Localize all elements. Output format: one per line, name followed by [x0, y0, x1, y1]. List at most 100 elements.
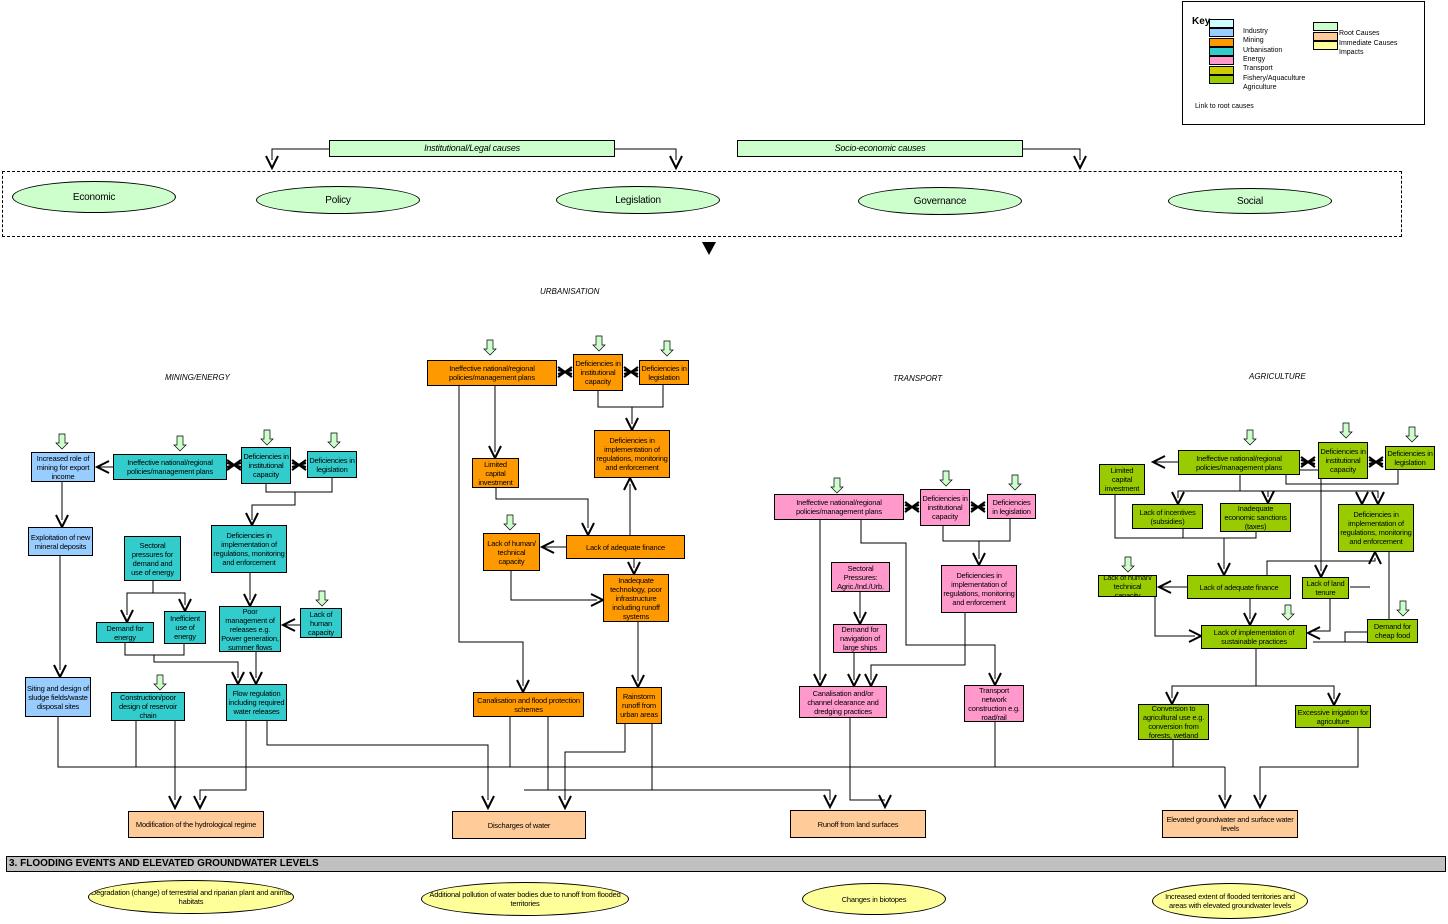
- root-policy: Policy: [256, 186, 420, 214]
- connector-line: [57, 717, 1225, 768]
- cause-box-a-tax: Inadequate economic sanctions (taxes): [1220, 503, 1291, 532]
- cause-box-a-land: Lack of land tenure: [1302, 577, 1349, 599]
- connector-line: [271, 148, 329, 160]
- bidirectional-arrow-icon: [623, 366, 639, 378]
- cause-box-t-canal: Canalisation and/or channel clearance an…: [799, 686, 887, 718]
- bidirectional-arrow-icon: [557, 366, 573, 378]
- cause-box-a-inc: Lack of incentives (subsidies): [1132, 504, 1203, 529]
- root-link-arrow-icon: [503, 514, 517, 531]
- connector-line: [153, 592, 186, 605]
- legend-label: Root Causes: [1339, 30, 1380, 37]
- legend-link-label: Link to root causes: [1195, 103, 1254, 110]
- immediate-cause-i-hydro: Modification of the hydrological regime: [128, 811, 264, 838]
- connector-line: [870, 613, 966, 680]
- legend-swatch: [1209, 56, 1234, 66]
- impact-additional-pollution: Additional pollution of water bodies due…: [421, 882, 629, 916]
- legend-label: Agriculture: [1243, 83, 1277, 91]
- root-link-arrow-icon: [1008, 474, 1022, 491]
- root-link-arrow-icon: [483, 339, 497, 356]
- root-link-arrow-icon: [1121, 556, 1135, 573]
- impact-biotope-changes: Changes in biotopes: [802, 883, 946, 915]
- arrowhead-icon: [1355, 491, 1369, 507]
- immediate-cause-i-runoff: Runoff from land surfaces: [790, 810, 926, 838]
- cause-box-u-fin: Lack of adequate finance: [566, 535, 685, 559]
- legend-swatch: [1209, 19, 1234, 28]
- legend-title: Key: [1192, 16, 1211, 27]
- arrowhead-icon: [1218, 794, 1232, 810]
- connector-line: [524, 789, 831, 800]
- root-causes-group: [2, 171, 1402, 237]
- connector-line: [942, 519, 1011, 542]
- cause-box-u-impl: Deficiencies in implementation of regula…: [594, 430, 670, 478]
- root-social: Social: [1168, 188, 1332, 214]
- cause-box-t-inst: Deficiencies in institutional capacity: [920, 489, 970, 526]
- cause-box-a-conv: Conversion to agricultural use e.g. conv…: [1138, 704, 1209, 740]
- cause-box-u-leg: Deficiencies in legislation: [639, 360, 689, 385]
- cause-box-t-sect: Sectoral Pressures: Agric./Ind./Urb.: [831, 562, 890, 592]
- cause-box-m-inst: Deficiencies in institutional capacity: [241, 447, 291, 484]
- cause-box-a-impl: Deficiencies in implementation of regula…: [1338, 504, 1414, 552]
- legend-label: Transport: [1243, 65, 1273, 73]
- cause-box-a-sust: Lack of implementation of sustainable pr…: [1201, 625, 1307, 649]
- connector-line: [1266, 558, 1376, 575]
- connector-line: [1344, 631, 1367, 642]
- connector-line: [849, 718, 885, 801]
- root-link-arrow-icon: [1339, 422, 1353, 439]
- cause-box-t-pol: Ineffective national/regional policies/m…: [774, 494, 904, 520]
- legend-swatch: [1313, 41, 1338, 50]
- cause-box-m-sit: Siting and design of sludge fields/waste…: [25, 677, 91, 717]
- root-link-arrow-icon: [173, 435, 187, 452]
- cause-box-t-impl: Deficiencies in implementation of regula…: [941, 565, 1017, 613]
- cause-box-m-dem: Demand for energy: [96, 622, 154, 643]
- connector-line: [265, 478, 333, 493]
- legend-swatch: [1209, 65, 1234, 75]
- legend-label: Mining: [1243, 37, 1264, 45]
- legend-label: Immediate Causes: [1339, 39, 1398, 47]
- root-link-arrow-icon: [592, 335, 606, 352]
- root-link-arrow-icon: [1396, 600, 1410, 617]
- big-down-arrow-icon: [702, 242, 716, 255]
- root-link-arrow-icon: [830, 477, 844, 494]
- cause-box-m-sect: Sectoral pressures for demand and use of…: [124, 536, 181, 581]
- bidirectional-arrow-icon: [970, 501, 986, 513]
- cause-box-u-inst: Deficiencies in institutional capacity: [573, 354, 623, 391]
- cause-box-a-cap: Limited capital investment: [1099, 464, 1145, 495]
- legend-swatch: [1313, 31, 1338, 41]
- cause-box-m-leg: Deficiencies in legislation: [307, 451, 357, 478]
- cause-box-m-flow: Flow regulation including required water…: [226, 684, 287, 721]
- connector-line: [266, 721, 489, 800]
- cause-box-m-cons: Construction/poor design of reservoir ch…: [111, 692, 185, 721]
- socio-economic-causes: Socio-economic causes: [737, 140, 1023, 157]
- connector-line: [153, 655, 239, 678]
- arrowhead-icon: [1156, 580, 1172, 594]
- arrowhead-icon: [1150, 455, 1166, 469]
- connector-line: [1154, 597, 1195, 637]
- arrowhead-icon: [1368, 549, 1382, 565]
- institutional-legal-causes: Institutional/Legal causes: [329, 140, 615, 157]
- connector-line: [615, 148, 677, 160]
- connector-line: [1171, 649, 1257, 698]
- cause-box-t-leg: Deficiencies in legislation: [987, 494, 1036, 519]
- root-economic: Economic: [12, 181, 176, 213]
- bidirectional-arrow-icon: [226, 459, 242, 471]
- arrowhead-icon: [878, 794, 892, 810]
- cause-box-a-hum: Lack of human/ technical capacity: [1098, 575, 1157, 597]
- connector-line: [199, 721, 247, 800]
- cause-box-a-fin: Lack of adequate finance: [1187, 575, 1291, 599]
- root-legislation: Legislation: [556, 186, 720, 214]
- arrowhead-icon: [1253, 794, 1267, 810]
- legend-swatch: [1209, 28, 1234, 38]
- bidirectional-arrow-icon: [291, 459, 307, 471]
- arrowhead-icon: [558, 795, 572, 811]
- root-link-arrow-icon: [1243, 429, 1257, 446]
- legend-swatch: [1209, 46, 1234, 56]
- bidirectional-arrow-icon: [1300, 456, 1316, 468]
- legend-label: Fishery/Aquaculture: [1243, 74, 1306, 82]
- legend-label: Industry: [1243, 28, 1268, 35]
- connector-line: [564, 724, 626, 800]
- connector-line: [126, 581, 154, 615]
- arrowhead-icon: [168, 795, 182, 811]
- cause-box-a-irr: Excessive irrigation for agriculture: [1295, 705, 1371, 728]
- connector-line: [597, 385, 664, 408]
